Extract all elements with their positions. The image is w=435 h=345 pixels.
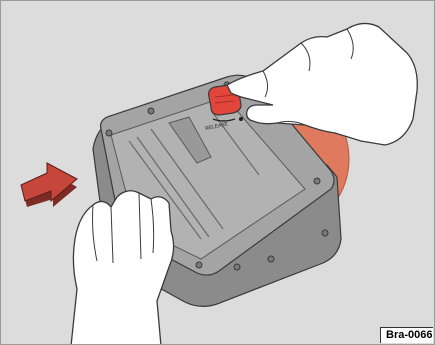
mounting-hole — [148, 108, 154, 114]
mounting-hole — [322, 230, 328, 236]
mounting-hole — [196, 262, 202, 268]
mounting-hole — [314, 178, 320, 184]
release-dot — [239, 117, 243, 121]
mounting-hole — [234, 264, 240, 270]
figure-code-label: Bra-0066 — [380, 327, 433, 343]
mounting-hole — [268, 256, 274, 262]
mounting-hole — [106, 130, 112, 136]
left-hand — [71, 191, 174, 345]
